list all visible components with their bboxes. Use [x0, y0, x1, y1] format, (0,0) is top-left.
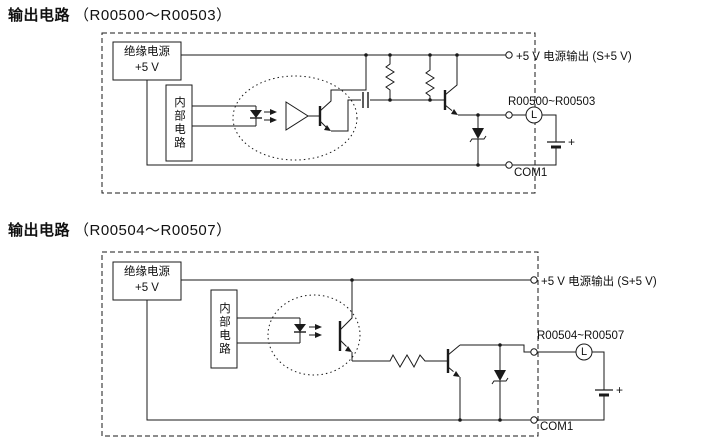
s1-terminal-com1: [505, 161, 513, 169]
s1-junction-dots: [364, 53, 480, 167]
s1-external-load-circuit: [512, 106, 565, 166]
s2-zener-diode: [491, 345, 509, 420]
s1-output-range-label: R00500~R00503: [508, 96, 596, 108]
s1-supply-line2: +5 V: [135, 62, 159, 74]
s1-coupling-capacitor: [362, 92, 445, 108]
section1-title: 输出电路（R00500～R00503）: [8, 4, 232, 25]
s2-load-letter: L: [580, 346, 588, 358]
section2-title-range: （R00504～R00507）: [74, 222, 232, 239]
light-arrow-icon: [315, 324, 322, 330]
s1-terminal-5v: [505, 51, 513, 59]
s1-com1-label: COM1: [514, 167, 548, 179]
s2-battery-plus-label: +: [616, 383, 624, 397]
s2-output-range-label: R00504~R00507: [537, 330, 625, 342]
s1-optocoupler: [192, 55, 367, 161]
s2-supply-line1: 绝缘电源: [124, 266, 170, 279]
section2-title-prefix: 输出电路: [8, 222, 71, 239]
section2-title: 输出电路（R00504～R00507）: [8, 219, 232, 240]
s2-terminal-com1: [530, 416, 538, 424]
s1-battery-plus-label: +: [568, 135, 576, 149]
s2-terminals: [530, 276, 538, 424]
amplifier-icon: [285, 101, 309, 131]
s1-internal-circuit-box: [165, 84, 193, 162]
s1-terminals: [505, 51, 513, 169]
s1-output-transistor: [443, 55, 506, 116]
s2-internal-circuit-box: [210, 289, 238, 369]
s2-isolated-supply-label: 绝缘电源 +5 V: [113, 262, 181, 300]
s1-load-letter: L: [530, 109, 538, 121]
s1-isolated-supply-label: 绝缘电源 +5 V: [113, 42, 181, 80]
s2-terminal-5v: [530, 276, 538, 284]
s1-terminal-output: [505, 111, 513, 119]
s1-internal-circuit-label: 内部电路: [173, 96, 185, 150]
s2-supply-line2: +5 V: [135, 282, 159, 294]
s2-dashed-boundary: [101, 251, 539, 437]
s1-power-output-label: +5 V 电源输出 (S+5 V): [516, 51, 632, 63]
s1-supply-line1: 绝缘电源: [124, 46, 170, 59]
s2-optocoupler: [237, 280, 361, 376]
s2-com1-label: COM1: [540, 421, 574, 433]
light-arrow-icon: [270, 109, 277, 115]
light-arrow-icon: [270, 117, 277, 123]
s2-power-output-label: +5 V 电源输出 (S+5 V): [541, 276, 657, 288]
s2-output-transistor: [446, 344, 531, 420]
s2-terminal-output: [530, 348, 538, 356]
light-arrow-icon: [315, 332, 322, 338]
s2-base-resistor: [352, 353, 448, 369]
s2-external-load-circuit: [537, 343, 613, 421]
s1-pullup-resistors: [385, 55, 435, 100]
s2-junction-dots: [350, 278, 502, 422]
s2-power-rails: [146, 279, 531, 421]
section1-title-prefix: 输出电路: [8, 7, 71, 24]
s2-internal-circuit-label: 内部电路: [218, 302, 230, 356]
section1-title-range: （R00500～R00503）: [74, 7, 232, 24]
led-icon: [294, 324, 306, 332]
s1-power-rails: [146, 54, 506, 166]
led-icon: [250, 110, 262, 118]
s1-zener-diode: [469, 115, 487, 165]
